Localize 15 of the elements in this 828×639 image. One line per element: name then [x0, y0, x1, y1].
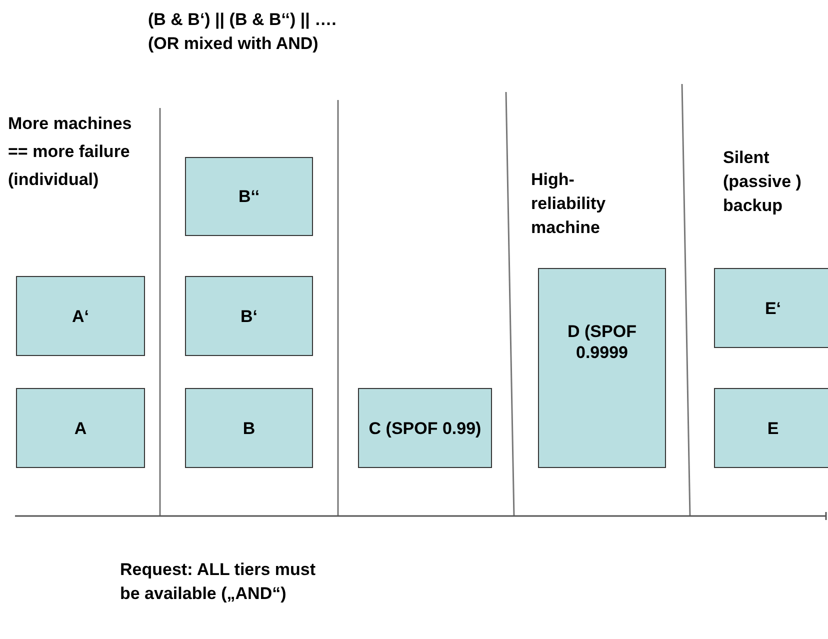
server-box: E [714, 388, 828, 468]
server-box: E‘ [714, 268, 828, 348]
server-box: A‘ [16, 276, 145, 356]
note-text: Request: ALL tiers must be available („AND“) [120, 559, 317, 605]
server-box: B‘ [185, 276, 313, 356]
server-box: B‘‘ [185, 157, 313, 236]
server-box: D (SPOF 0.9999 [538, 268, 666, 468]
formula-text: (B & B‘) || (B & B‘‘) || …. [148, 9, 338, 31]
server-box: A [16, 388, 145, 468]
formula-text: (OR mixed with AND) [148, 33, 320, 55]
server-box: B [185, 388, 313, 468]
note-text: Silent (passive ) backup [723, 147, 802, 217]
note-text: High-reliability machine [531, 169, 607, 239]
server-box: C (SPOF 0.99) [358, 388, 492, 468]
note-text: More machines == more failure (individual) [8, 113, 133, 191]
